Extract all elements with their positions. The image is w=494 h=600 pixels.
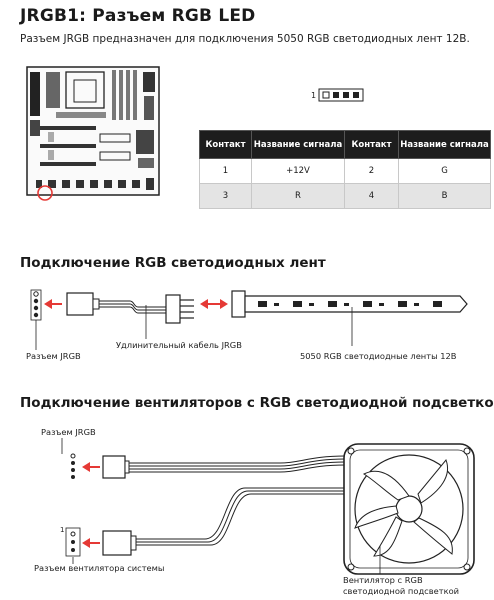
- table-cell: R: [251, 183, 345, 209]
- table-cell: B: [398, 183, 491, 209]
- fan-label-line2: светодиодной подсветкой: [343, 586, 460, 596]
- jrgb-label-strip: Разъем JRGB: [26, 351, 81, 361]
- arrow-left-icon: [44, 299, 62, 309]
- strip-connection-diagram: [30, 289, 468, 350]
- table-row: 3 R 4 B: [199, 183, 491, 209]
- page-title: JRGB1: Разъем RGB LED: [20, 6, 256, 26]
- page-subtitle: Разъем JRGB предназначен для подключения…: [20, 33, 470, 45]
- double-arrow-icon: [200, 299, 228, 309]
- fan-label-line1: Вентилятор с RGB: [343, 575, 423, 585]
- jrgb-location-marker: [37, 185, 53, 201]
- section-heading-fan: Подключение вентиляторов с RGB светодиод…: [20, 395, 494, 411]
- column-header: Название сигнала: [251, 130, 345, 159]
- fan-connection-diagram: 1: [60, 438, 475, 575]
- pin1-label: 1: [311, 91, 317, 100]
- column-header: Контакт: [344, 130, 399, 159]
- table-cell: 4: [344, 183, 399, 209]
- svg-text:1: 1: [60, 526, 64, 534]
- rgb-fan-icon: [343, 443, 475, 575]
- sysfan-label: Разъем вентилятора системы: [34, 563, 165, 573]
- led-strip-icon: [231, 290, 468, 318]
- arrow-left-icon: [82, 462, 100, 472]
- table-header-row: Контакт Название сигнала Контакт Названи…: [199, 130, 491, 159]
- table-cell: 1: [199, 158, 252, 184]
- table-cell: G: [398, 158, 491, 184]
- table-cell: +12V: [251, 158, 345, 184]
- section-heading-strip: Подключение RGB светодиодных лент: [20, 255, 326, 271]
- arrow-left-icon: [82, 538, 100, 548]
- table-cell: 3: [199, 183, 252, 209]
- jrgb-label-fan: Разъем JRGB: [41, 427, 96, 437]
- strip-label: 5050 RGB светодиодные ленты 12В: [300, 351, 457, 361]
- motherboard-illustration: [26, 66, 160, 201]
- sysfan-header-icon: [65, 527, 81, 557]
- jrgb-pin-header-diagram: [318, 88, 364, 102]
- cable-label: Удлинительный кабель JRGB: [116, 340, 242, 350]
- jrgb-header-icon: [30, 289, 42, 321]
- table-row: 1 +12V 2 G: [199, 158, 491, 184]
- column-header: Название сигнала: [398, 130, 491, 159]
- column-header: Контакт: [199, 130, 252, 159]
- signal-table: Контакт Название сигнала Контакт Названи…: [199, 130, 491, 209]
- jrgb-header-icon: [70, 453, 76, 479]
- table-cell: 2: [344, 158, 399, 184]
